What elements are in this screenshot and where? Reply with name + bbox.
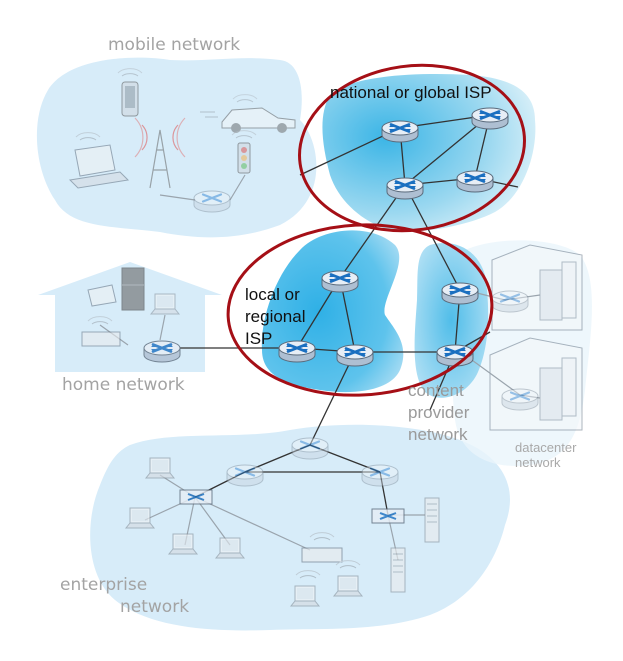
national-router-4-icon	[455, 169, 495, 194]
national-router-1-icon	[380, 119, 420, 144]
enterprise-switch2-icon	[371, 508, 405, 524]
laptop-icon	[68, 132, 130, 189]
enterprise-label-line1: enterprise	[60, 575, 147, 595]
enterprise-router-right-icon	[360, 463, 400, 488]
enterprise-router-left-icon	[225, 463, 265, 488]
local-isp-label-line2: regional	[245, 307, 306, 326]
content-provider-label-line3: network	[408, 425, 468, 444]
national-router-2-icon	[470, 106, 510, 131]
home-router-icon	[142, 339, 182, 364]
national-router-3-icon	[385, 176, 425, 201]
datacenter-router-bottom-icon	[500, 387, 540, 412]
tower-icon	[134, 117, 186, 189]
regional-router-1-icon	[320, 269, 360, 294]
datacenter-label-line2: network	[515, 455, 561, 470]
mobile-network-label: mobile network	[108, 35, 240, 55]
datacenter-building-top	[491, 244, 583, 331]
datacenter-building-bottom	[489, 337, 583, 431]
enterprise-router-top-icon	[290, 436, 330, 461]
national-isp-label: national or global ISP	[330, 83, 492, 102]
home-devices	[81, 267, 180, 347]
traffic-light-icon	[231, 130, 257, 174]
content-provider-label-line2: provider	[408, 403, 470, 422]
content-provider-label-line1: content	[408, 381, 464, 400]
regional-router-2-icon	[277, 339, 317, 364]
datacenter-router-top-icon	[490, 289, 530, 314]
enterprise-switch-icon	[179, 489, 213, 505]
phone-icon	[117, 68, 143, 117]
enterprise-label-line2: network	[120, 597, 189, 617]
enterprise-hosts	[125, 457, 440, 607]
local-isp-label-line1: local or	[245, 285, 300, 304]
datacenter-label-line1: datacenter	[515, 440, 577, 455]
national-isp-ellipse	[298, 63, 526, 233]
car-icon	[200, 94, 296, 133]
content-router-1-icon	[440, 281, 480, 306]
regional-router-3-icon	[335, 343, 375, 368]
mobile-router-icon	[192, 189, 232, 214]
home-network-label: home network	[62, 375, 185, 395]
local-isp-label-line3: ISP	[245, 329, 272, 348]
regional-isp-ellipse	[226, 223, 494, 397]
